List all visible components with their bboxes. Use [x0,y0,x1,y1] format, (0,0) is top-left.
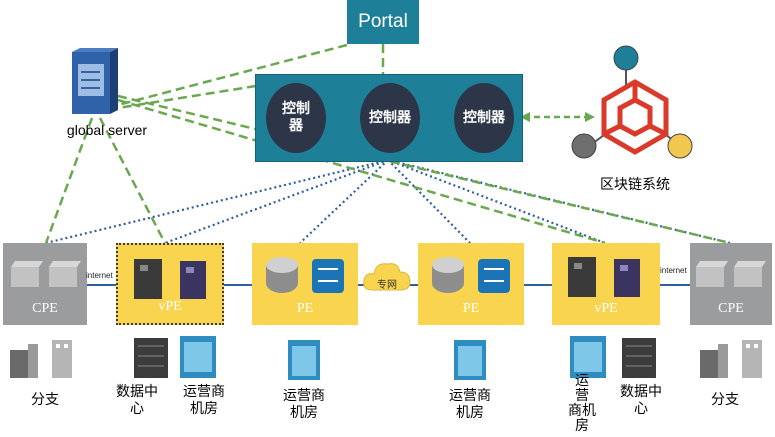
pe-left-node[interactable]: PE [252,243,358,325]
building-icon [10,340,72,378]
private-network-label: 专网 [377,280,397,291]
portal-label: Portal [358,11,408,32]
controller-2[interactable]: 控制器 [360,83,420,153]
vpe-right-node[interactable]: vPE [552,243,660,325]
internet-label-left: internet [86,271,113,280]
datacenter-icon [288,340,320,380]
blockchain-icon[interactable] [568,42,696,170]
datacenter-icon [134,336,216,378]
server-icon[interactable] [70,48,120,116]
operator-room-4-label: 运 营 商机 房 [568,373,596,434]
cpe-right-node[interactable]: CPE [690,243,772,325]
portal-box[interactable]: Portal [347,0,419,44]
datacenter-icon [570,336,656,378]
pe-right-node[interactable]: PE [418,243,524,325]
controller-3[interactable]: 控制器 [454,83,514,153]
server-links [44,43,731,245]
internet-label-right: internet [660,266,687,275]
server-rack-icon [134,259,206,299]
datacenter-icon [454,340,486,380]
datacenter-left-label: 数据中 心 [116,384,158,417]
building-icon [700,340,762,378]
cpe-left-label: CPE [32,301,58,316]
vpe-left-node[interactable]: vPE [116,243,224,325]
operator-room-2-label: 运营商 机房 [283,388,325,421]
blockchain-label: 区块链系统 [600,177,670,193]
datacenter-right-label: 数据中 心 [620,384,662,417]
operator-room-3-label: 运营商 机房 [449,388,491,421]
controller-cluster: 控制 器 控制器 控制器 [255,74,523,162]
pe-left-label: PE [296,301,314,316]
cloud-icon [362,258,412,298]
controller-1[interactable]: 控制 器 [266,83,326,153]
router-switch-icon [432,257,510,293]
blockchain-link [520,112,595,122]
operator-room-1-label: 运营商 机房 [183,384,225,417]
router-switch-icon [266,257,344,293]
global-server-label: global server [66,122,148,138]
vpe-left-label: vPE [158,299,182,314]
cpe-device-icon [11,261,81,287]
branch-left-label: 分支 [31,392,59,408]
branch-right-label: 分支 [711,392,739,408]
vpe-right-label: vPE [594,301,618,316]
cpe-right-label: CPE [718,301,744,316]
cpe-left-node[interactable]: CPE [3,243,87,325]
controller-links [45,158,731,245]
cpe-device-icon [696,261,766,287]
pe-right-label: PE [462,301,480,316]
server-rack-icon [568,257,640,297]
